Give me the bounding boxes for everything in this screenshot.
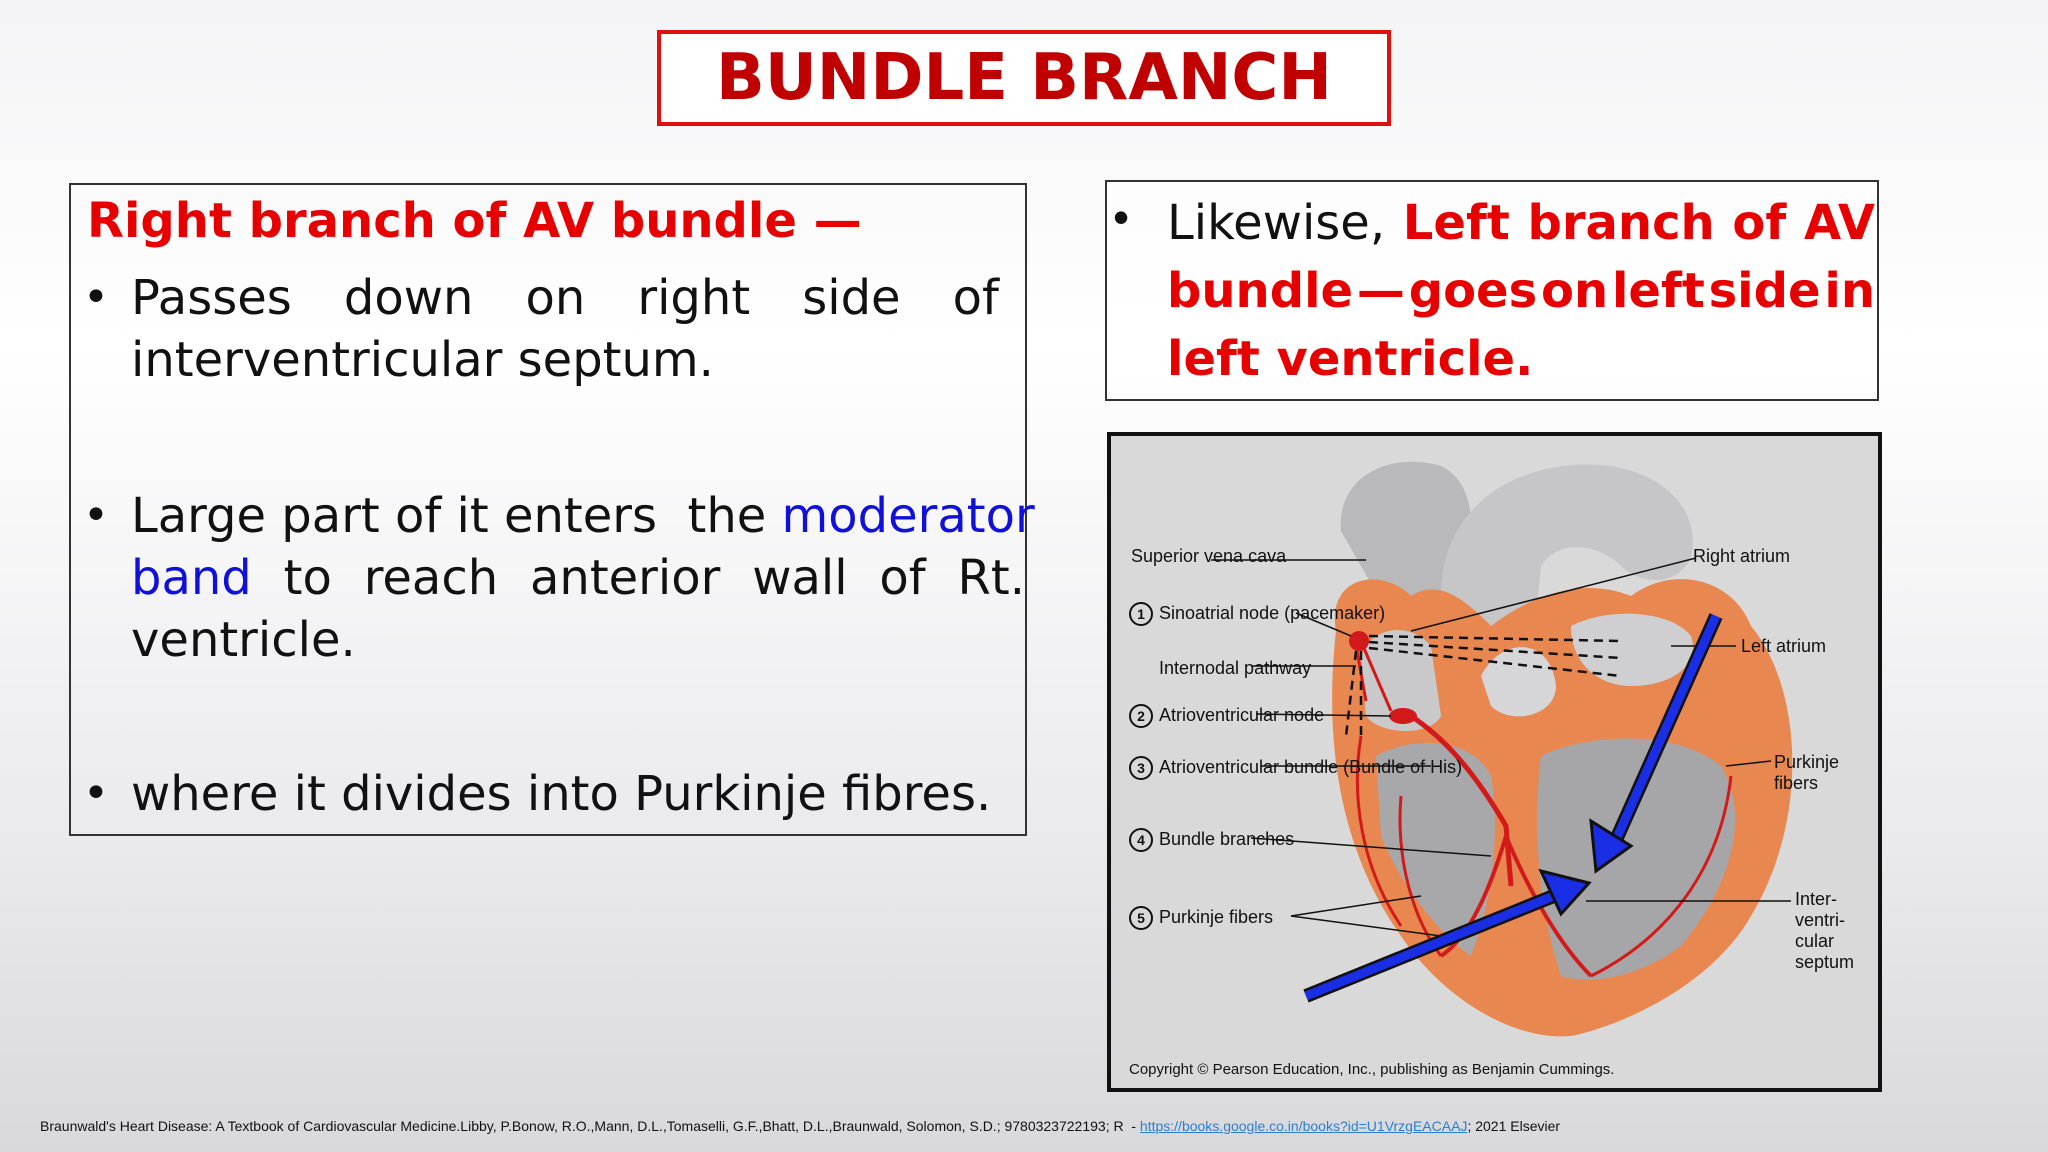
left-panel-heading: Right branch of AV bundle — (87, 193, 862, 249)
label-interventricular-septum: Inter- ventri- cular septum (1795, 889, 1855, 972)
bundle-of-his-path (1409, 713, 1514, 887)
bundle-branches-path (1439, 835, 1593, 978)
slide-title: BUNDLE BRANCH (716, 41, 1332, 115)
band-term: band (131, 550, 252, 606)
right-line2: bundle — goes on left side in (1167, 263, 1875, 319)
bullet1-line1: Passes down on right side of (131, 270, 999, 326)
right-line1: Likewise, Left branch of AV (1167, 195, 1875, 251)
bullet-purkinje: • where it divides into Purkinje fibres. (71, 763, 1025, 825)
bullet-dot: • (83, 272, 109, 323)
bullet2-line3: ventricle. (131, 612, 356, 668)
label-purkinje-fibers-right: Purkinje fibers (1774, 752, 1840, 793)
right-ventricle-chamber (1376, 742, 1495, 956)
leader-lines (1211, 557, 1791, 937)
valve-shape (1481, 647, 1556, 717)
right-atrium-chamber (1361, 629, 1441, 731)
label-superior-vena-cava: Superior vena cava (1131, 546, 1287, 566)
bullet-passes-down: • Passes down on right side of intervent… (71, 267, 1025, 391)
title-box: BUNDLE BRANCH (657, 30, 1391, 126)
bullet-dot: • (83, 768, 109, 819)
bullet2-line2: band to reach anterior wall of Rt. (131, 547, 1025, 609)
right-text-panel: • Likewise, Left branch of AV bundle — g… (1105, 180, 1879, 401)
left-atrium-chamber (1571, 613, 1693, 686)
label-right-atrium: Right atrium (1693, 546, 1791, 566)
bullet2-line1: Large part of it enters the moderator (131, 488, 1035, 544)
label-left-atrium: Left atrium (1741, 636, 1827, 656)
moderator-term: moderator (781, 488, 1035, 544)
bullet-moderator-band: • Large part of it enters the moderator … (71, 485, 1035, 675)
right-line3: left ventricle. (1167, 331, 1534, 387)
heart-illustration (1211, 461, 1793, 1037)
citation-link[interactable]: https://books.google.co.in/books?id=U1Vr… (1139, 1118, 1468, 1134)
av-node-mark (1389, 708, 1417, 724)
footer-citation: Braunwald's Heart Disease: A Textbook of… (40, 1118, 1561, 1134)
diagram-copyright: Copyright © Pearson Education, Inc., pub… (1129, 1061, 1615, 1078)
left-text-panel: Right branch of AV bundle — • Passes dow… (69, 183, 1035, 836)
left-ventricle-chamber (1537, 738, 1736, 980)
sinoatrial-node-mark (1349, 631, 1369, 651)
bullet1-line2: interventricular septum. (131, 332, 714, 388)
bullet-dot: • (1113, 191, 1130, 243)
bullet-dot: • (83, 490, 109, 541)
internodal-dashed-arrows (1344, 634, 1622, 737)
label-internodal-pathway: Internodal pathway (1159, 658, 1312, 678)
blue-arrows (1303, 613, 1723, 1003)
aorta-shape (1441, 464, 1693, 666)
